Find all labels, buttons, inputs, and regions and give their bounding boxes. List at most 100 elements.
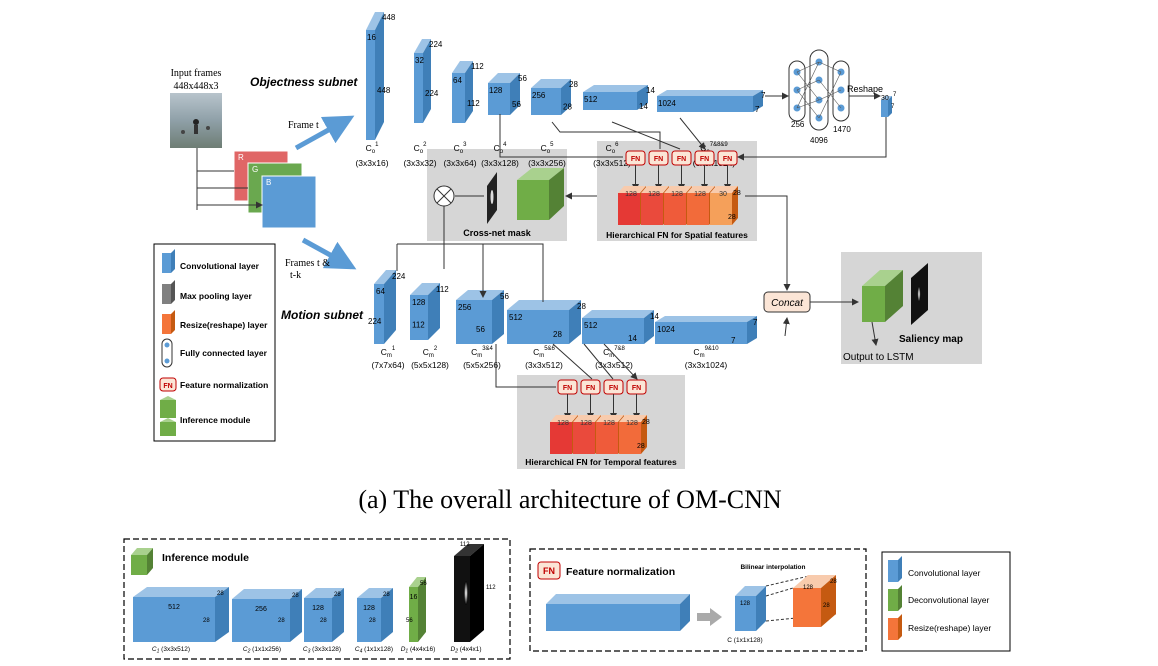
- objectness-layer-2-dim-front: 32: [415, 56, 424, 65]
- arrow-frames-tk: [301, 237, 357, 270]
- spatial-side-label: 28: [733, 190, 741, 197]
- legend2-conv-icon: [888, 556, 902, 582]
- motion-layer-4: [507, 300, 581, 344]
- inference-block-4-front: 128: [363, 605, 375, 612]
- motion-layer-5-dim-side: 14: [628, 334, 637, 343]
- objectness-layer-7-dim-top: 7: [761, 91, 766, 100]
- caption-a: (a) The overall architecture of OM-CNN: [358, 485, 782, 514]
- motion-layer-1-name: Cm1: [381, 346, 396, 359]
- motion-layer-3-spec: (5x5x256): [463, 360, 501, 370]
- objectness-layer-3-dim-side: 112: [467, 99, 480, 108]
- motion-layer-1-dim-top: 224: [392, 272, 406, 281]
- fn-panel-conv-label: C (1x1x128): [727, 637, 762, 644]
- objectness-layer-6-dim-front: 512: [584, 95, 598, 104]
- objectness-layer-5-dim-top: 28: [569, 80, 578, 89]
- legend-resize-icon: [162, 310, 175, 334]
- inference-block-3-front: 128: [312, 605, 324, 612]
- legend-fn-icon: FN: [159, 377, 177, 392]
- fn-panel-bilinear-label: Bilinear interpolation: [740, 564, 805, 571]
- inference-block-6: [454, 544, 484, 642]
- reshape-label: Reshape: [847, 84, 883, 94]
- objectness-layer-1-dim-top: 448: [382, 13, 396, 22]
- fn-panel-title: Feature normalization: [566, 566, 675, 578]
- input-frame-image: [170, 93, 222, 148]
- motion-layer-3: [456, 290, 504, 344]
- reshape-out-30: 30: [881, 95, 889, 102]
- inference-panel-icon: [131, 548, 153, 575]
- spatial-block-5: [710, 186, 738, 225]
- inference-block-1-bottom: 28: [203, 618, 210, 624]
- temporal-block-1-label: 128: [557, 420, 569, 427]
- inference-block-2-name: C2 (1x1x256): [243, 646, 281, 655]
- inference-block-2-bottom: 28: [278, 618, 285, 624]
- motion-layer-1-dim-side: 224: [368, 317, 382, 326]
- fc-256-label: 256: [791, 120, 805, 129]
- motion-layer-3-dim-top: 56: [500, 292, 509, 301]
- fn-panel-resize-side: 28: [823, 603, 830, 609]
- fn-panel-resize-block: [793, 575, 836, 627]
- motion-layer-2-name: Cm2: [423, 346, 438, 359]
- input-title-line2: 448x448x3: [174, 81, 219, 92]
- inference-block-1-front: 512: [168, 604, 180, 611]
- objectness-layer-1-dim-front: 16: [367, 33, 376, 42]
- objectness-layer-4-spec: (3x3x128): [481, 158, 519, 168]
- motion-layer-6: [655, 316, 757, 344]
- legend-maxpool-icon: [162, 280, 175, 304]
- spatial-fn-label-5: FN: [723, 156, 732, 163]
- saliency-map-label: Saliency map: [899, 334, 963, 345]
- reshape-out-7a: 7: [893, 92, 897, 98]
- inference-block-3: [304, 588, 344, 642]
- motion-layer-4-dim-top: 28: [577, 302, 586, 311]
- legend-inference-label: Inference module: [180, 415, 251, 425]
- fn-panel-icon: FN: [537, 561, 561, 580]
- motion-layer-2-dim-side: 112: [412, 321, 425, 330]
- objectness-layer-7-dim-front: 1024: [658, 99, 676, 108]
- spatial-block-2-label: 128: [648, 191, 660, 198]
- inference-block-2-side: 28: [292, 593, 299, 599]
- frames-tk-label-1: Frames t &: [285, 258, 330, 269]
- spatial-block-1-label: 128: [625, 191, 637, 198]
- spatial-to-concat-line: [745, 195, 791, 291]
- temporal-block-2-label: 128: [580, 420, 592, 427]
- motion-to-fn-lines: [495, 343, 637, 388]
- inference-block-5-bottom: 56: [406, 618, 413, 624]
- motion-layer-1: [374, 270, 396, 344]
- objectness-layer-6-dim-top: 14: [646, 86, 655, 95]
- objectness-layer-3-dim-front: 64: [453, 76, 462, 85]
- motion-layer-3-dim-side: 56: [476, 325, 485, 334]
- motion-layer-4-name: Cm5&6: [533, 346, 555, 359]
- objectness-layer-5-spec: (3x3x256): [528, 158, 566, 168]
- legend-fc-icon: [161, 338, 173, 368]
- inference-block-4: [357, 588, 393, 642]
- channel-b: [261, 175, 317, 229]
- motion-layer-2-spec: (5x5x128): [411, 360, 449, 370]
- saliency-map-image: [911, 263, 928, 325]
- motion-layer-6-dim-side: 7: [731, 336, 736, 345]
- inference-panel-title: Inference module: [162, 552, 249, 564]
- legend2-resize-label: Resize(reshape) layer: [908, 623, 991, 633]
- fn-panel-conv-block: [735, 586, 766, 631]
- temporal-fn-label-2: FN: [586, 385, 595, 392]
- legend-conv-icon: [162, 249, 175, 273]
- objectness-layer-4-dim-front: 128: [489, 86, 503, 95]
- output-lstm-arrow: [871, 321, 879, 346]
- motion-layers: 22464224Cm1(7x7x64)112128112Cm2(5x5x128)…: [368, 270, 758, 370]
- temporal-fn-title: Hierarchical FN for Temporal features: [525, 457, 677, 467]
- inference-block-6-name: D2 (4x4x1): [451, 646, 482, 655]
- motion-layer-4-spec: (3x3x512): [525, 360, 563, 370]
- inference-block-4-bottom: 28: [369, 618, 376, 624]
- motion-layer-5-name: Cm7&8: [603, 346, 625, 359]
- objectness-layer-6-spec: (3x3x512): [593, 158, 631, 168]
- temporal-fn-label-4: FN: [632, 385, 641, 392]
- temporal-fn-label-3: FN: [609, 385, 618, 392]
- legend2-box: [881, 551, 1011, 652]
- output-lstm-label: Output to LSTM: [843, 352, 914, 363]
- legend2-deconv-icon: [888, 585, 902, 611]
- motion-layer-5: [582, 310, 654, 344]
- crossnet-title: Cross-net mask: [463, 228, 532, 238]
- legend2-resize-icon: [888, 614, 902, 640]
- crossnet-mask: [433, 168, 597, 224]
